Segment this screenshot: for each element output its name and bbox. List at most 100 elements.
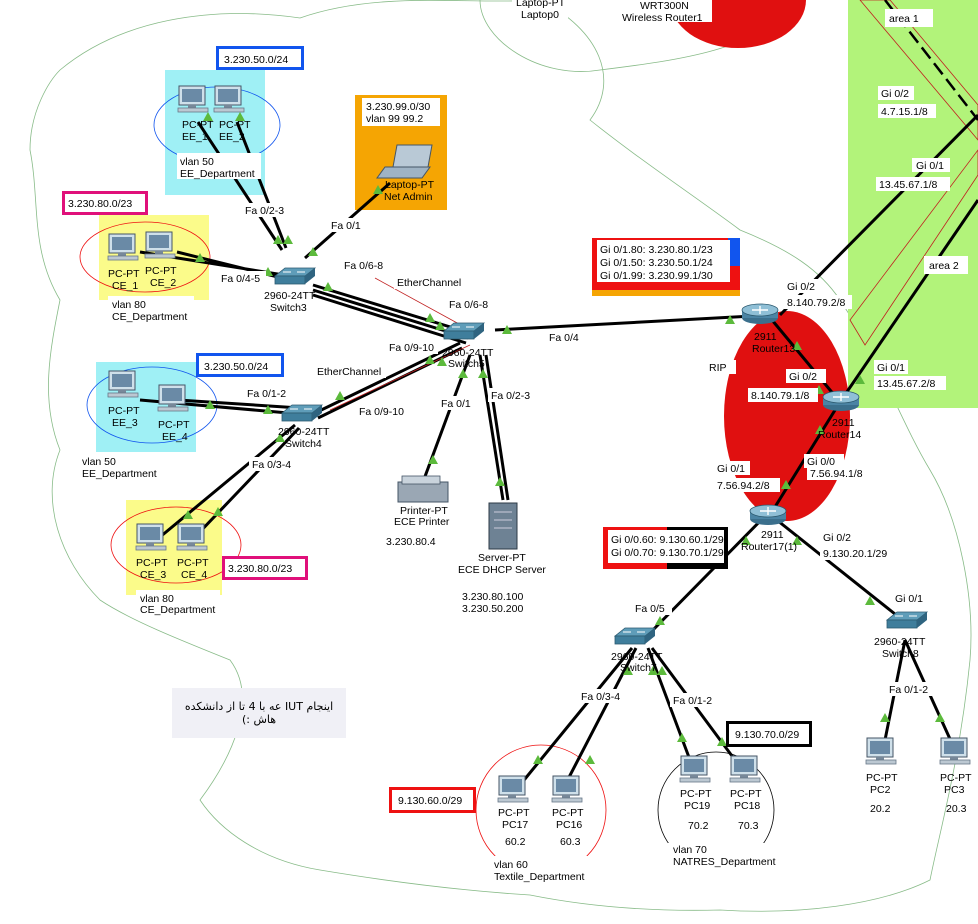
router17-icon	[749, 504, 787, 526]
port-right-gi02: Gi 0/2	[881, 88, 909, 100]
r13-subif-1: Gi 0/1.80: 3.230.80.1/23	[600, 244, 713, 256]
dept-ce-top: CE_Department	[112, 311, 187, 323]
server-model: Server-PT	[478, 552, 526, 564]
pc17-name: PC17	[502, 819, 528, 831]
port-fa023-server: Fa 0/2-3	[491, 390, 530, 402]
port-fa04-sw5: Fa 0/4	[549, 332, 579, 344]
pc2-name: PC2	[870, 784, 891, 796]
r13-subif-2: Gi 0/1.50: 3.230.50.1/24	[600, 257, 713, 269]
laptop-icon	[376, 144, 433, 179]
laptop0-model: Laptop-PT	[516, 0, 566, 9]
ce4-name: CE_4	[181, 569, 207, 581]
port-fa034-sw4: Fa 0/3-4	[252, 459, 291, 471]
subnet-ce-top: 3.230.80.0/23	[68, 198, 132, 210]
pc18-name: PC18	[734, 800, 760, 812]
ip-r13-gi02: 8.140.79.2/8	[787, 297, 846, 309]
dept-natres: NATRES_Department	[673, 856, 776, 868]
router1-name: Wireless Router1	[622, 12, 703, 24]
port-fa068-sw5: Fa 0/6-8	[449, 299, 488, 311]
subnet-ee-mid: 3.230.50.0/24	[204, 361, 268, 373]
pc18-model: PC-PT	[730, 788, 762, 800]
switch3-model: 2960-24TT	[264, 290, 316, 302]
dept-textile: Textile_Department	[494, 871, 585, 883]
router13-icon	[741, 303, 779, 325]
port-fa0910-sw5: Fa 0/9-10	[389, 342, 434, 354]
port-r17-gi02: Gi 0/2	[823, 532, 851, 544]
switch7-model: 2960-24TT	[611, 651, 663, 663]
ce4-model: PC-PT	[177, 557, 209, 569]
pc18-ip: 70.3	[738, 820, 759, 832]
port-fa023-sw3: Fa 0/2-3	[245, 205, 284, 217]
netadmin-vlan: vlan 99 99.2	[366, 113, 423, 125]
ce3-model: PC-PT	[136, 557, 168, 569]
vlan-textile: vlan 60	[494, 859, 528, 871]
laptop0-name: Laptop0	[521, 9, 559, 21]
printer-model: Printer-PT	[400, 505, 448, 517]
port-sw8-gi01: Gi 0/1	[895, 593, 923, 605]
pc-ee2-icon	[213, 85, 245, 113]
pc-ee3-icon	[107, 370, 139, 398]
ee1-name: EE_1	[182, 131, 208, 143]
subnet-textile: 9.130.60.0/29	[398, 795, 462, 807]
pc19-ip: 70.2	[688, 820, 709, 832]
area1-label: area 1	[889, 13, 919, 25]
switch3-icon	[274, 267, 316, 285]
port-fa068-sw3: Fa 0/6-8	[344, 260, 383, 272]
router14-model: 2911	[832, 417, 855, 429]
switch5-model: 2960-24TT	[442, 347, 494, 359]
router13-model: 2911	[754, 331, 777, 343]
pc-ce3-icon	[135, 523, 167, 551]
ee3-name: EE_3	[112, 417, 138, 429]
dept-ee-top: EE_Department	[180, 168, 255, 180]
switch8-icon	[886, 611, 928, 629]
pc2-model: PC-PT	[866, 772, 898, 784]
router17-name: Router17(1)	[741, 541, 797, 553]
ee-mid-ring	[86, 366, 218, 444]
port-right-gi01: Gi 0/1	[916, 160, 944, 172]
etherchannel-top: EtherChannel	[397, 277, 461, 289]
switch8-model: 2960-24TT	[874, 636, 926, 648]
pc2-icon	[865, 737, 897, 765]
switch7-name: Switch7	[620, 662, 657, 674]
pc18-icon	[729, 755, 761, 783]
port-fa0910-sw4: Fa 0/9-10	[359, 406, 404, 418]
pc-ce4-icon	[176, 523, 208, 551]
ce-bottom-ring	[110, 506, 242, 584]
pc16-model: PC-PT	[552, 807, 584, 819]
r17-subif-2: Gi 0/0.70: 9.130.70.1/29	[611, 547, 724, 559]
pc19-name: PC19	[684, 800, 710, 812]
ce3-name: CE_3	[140, 569, 166, 581]
port-fa01-netadmin: Fa 0/1	[331, 220, 361, 232]
ee2-model: PC-PT	[219, 119, 251, 131]
printer-ip: 3.230.80.4	[386, 536, 436, 548]
port-fa012-sw4: Fa 0/1-2	[247, 388, 286, 400]
port-r17-gi01: Gi 0/1	[717, 463, 745, 475]
router13-name: Router13	[752, 343, 795, 355]
pc17-ip: 60.2	[505, 836, 526, 848]
printer-name: ECE Printer	[394, 516, 450, 528]
printer-icon	[397, 475, 449, 503]
ee4-model: PC-PT	[158, 419, 190, 431]
r13-subif-3: Gi 0/1.99: 3.230.99.1/30	[600, 270, 713, 282]
note-box	[172, 688, 346, 738]
ip-right-gi01: 13.45.67.1/8	[879, 179, 938, 191]
port-sw7-fa05: Fa 0/5	[635, 603, 665, 615]
server-icon	[488, 502, 518, 550]
router17-model: 2911	[761, 529, 784, 541]
router14-icon	[822, 390, 860, 412]
ip-r14-gi00: 7.56.94.1/8	[810, 468, 863, 480]
ce1-name: CE_1	[112, 280, 138, 292]
ee1-model: PC-PT	[182, 119, 214, 131]
subnet-ce-bottom: 3.230.80.0/23	[228, 563, 292, 575]
rip-label: RIP	[709, 362, 727, 374]
netadmin-name: Net Admin	[384, 191, 433, 203]
ee4-name: EE_4	[162, 431, 188, 443]
pc3-model: PC-PT	[940, 772, 972, 784]
label-backgrounds	[62, 0, 968, 884]
pc16-icon	[551, 775, 583, 803]
pc3-icon	[939, 737, 971, 765]
router14-name: Router14	[818, 429, 861, 441]
vlan-ce-bottom: vlan 80	[140, 593, 174, 605]
port-fa01-printer: Fa 0/1	[441, 398, 471, 410]
